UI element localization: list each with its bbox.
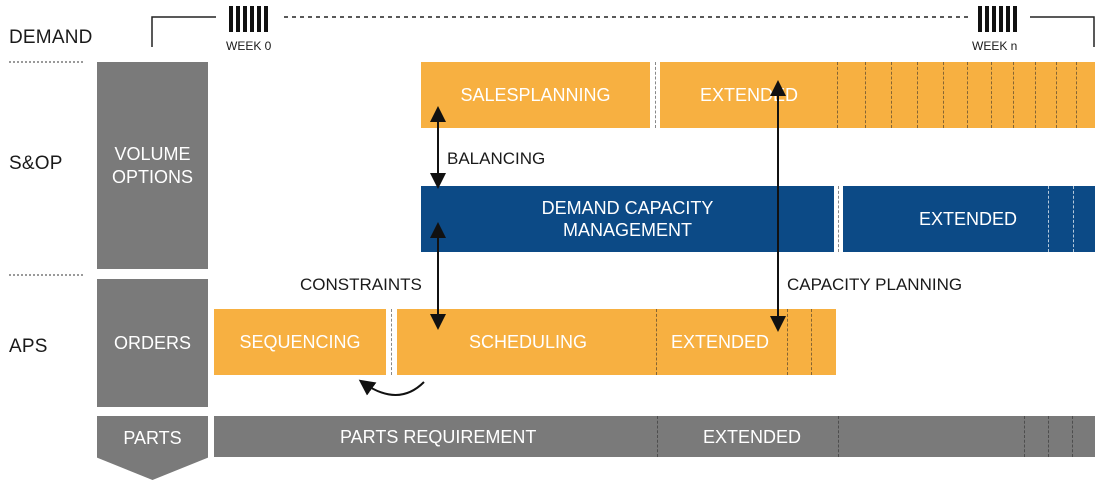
demand-capacity-extended-bar: EXTENDED (843, 186, 1095, 252)
parts-requirement-bar: PARTS REQUIREMENT EXTENDED (214, 416, 1095, 457)
parts-label: PARTS (123, 428, 182, 448)
week-start-marker (229, 6, 268, 32)
scheduling-extended-label: EXTENDED (671, 332, 770, 352)
row-label-sop: S&OP (9, 153, 63, 174)
scheduling-bar: SCHEDULING EXTENDED (397, 309, 836, 375)
row-label-aps: APS (9, 336, 48, 357)
parts-extended-label: EXTENDED (703, 427, 802, 447)
orders-box: ORDERS (97, 279, 208, 407)
salesplanning-extended-label: EXTENDED (700, 85, 799, 105)
salesplanning-label: SALESPLANNING (460, 85, 611, 105)
separator-sop-aps (9, 274, 83, 276)
volume-options-box: VOLUME OPTIONS (97, 62, 208, 269)
demand-capacity-label: DEMAND CAPACITY MANAGEMENT (541, 198, 714, 240)
salesplanning-bar: SALESPLANNING (421, 62, 650, 128)
scheduling-label: SCHEDULING (469, 332, 588, 352)
balancing-label: BALANCING (447, 149, 546, 168)
week-end-label: WEEK n (972, 39, 1018, 53)
week-start-label: WEEK 0 (226, 39, 272, 53)
constraints-label: CONSTRAINTS (300, 275, 422, 294)
orders-label: ORDERS (113, 332, 191, 353)
capacity-planning-label: CAPACITY PLANNING (787, 275, 963, 294)
parts-requirement-label: PARTS REQUIREMENT (340, 427, 537, 447)
salesplanning-extended-bar: EXTENDED (660, 62, 1095, 128)
demand-capacity-gap-dash (838, 186, 839, 252)
timeline-right-bracket (1030, 16, 1095, 47)
demand-capacity-bar: DEMAND CAPACITY MANAGEMENT (421, 186, 834, 252)
week-end-marker (978, 6, 1017, 32)
sequencing-bar: SEQUENCING (214, 309, 386, 375)
timeline-left-bracket (151, 16, 216, 47)
salesplanning-gap-dash (655, 62, 656, 128)
demand-capacity-extended-label: EXTENDED (919, 209, 1018, 229)
sequencing-label: SEQUENCING (239, 332, 361, 352)
row-label-demand: DEMAND (9, 27, 93, 48)
sequencing-gap-dash (391, 309, 392, 375)
volume-options-label: VOLUME OPTIONS (111, 143, 193, 187)
separator-demand-sop (9, 61, 83, 63)
